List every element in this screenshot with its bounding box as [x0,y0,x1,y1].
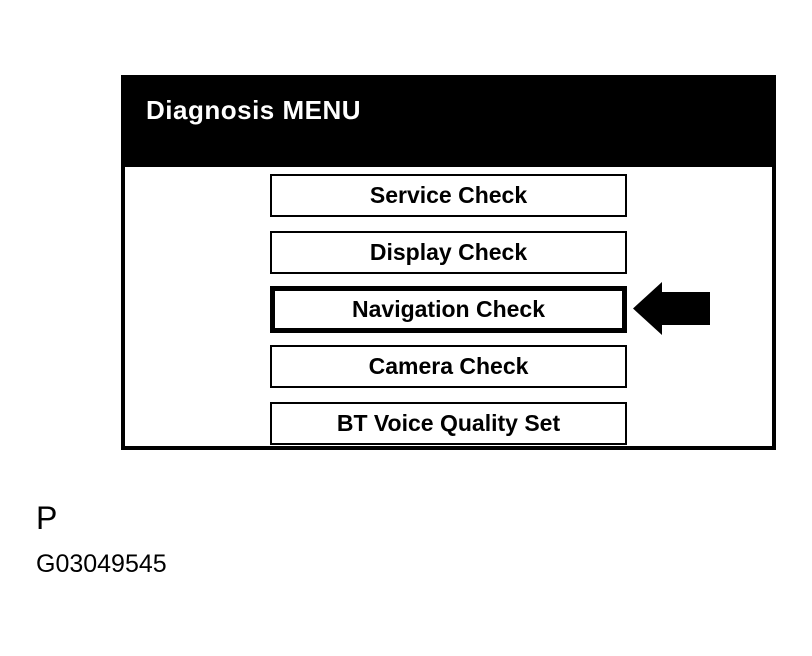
menu-button-label: BT Voice Quality Set [336,410,561,436]
figure-label: P [36,500,58,536]
menu-button-service-check[interactable]: Service Check [270,174,627,217]
menu-button-camera-check[interactable]: Camera Check [270,345,627,388]
figure-id: G03049545 [36,550,167,578]
menu-button-label: Display Check [369,239,528,265]
panel-header: Diagnosis MENU [125,79,772,167]
menu-button-display-check[interactable]: Display Check [270,231,627,274]
panel-title: Diagnosis MENU [146,95,362,125]
menu-button-bt-voice-quality-set[interactable]: BT Voice Quality Set [270,402,627,445]
selection-arrow-icon [633,282,710,335]
menu-button-label: Navigation Check [352,296,545,322]
menu-button-label: Service Check [369,182,528,208]
menu-button-navigation-check[interactable]: Navigation Check [270,286,627,333]
menu-button-label: Camera Check [368,353,529,379]
